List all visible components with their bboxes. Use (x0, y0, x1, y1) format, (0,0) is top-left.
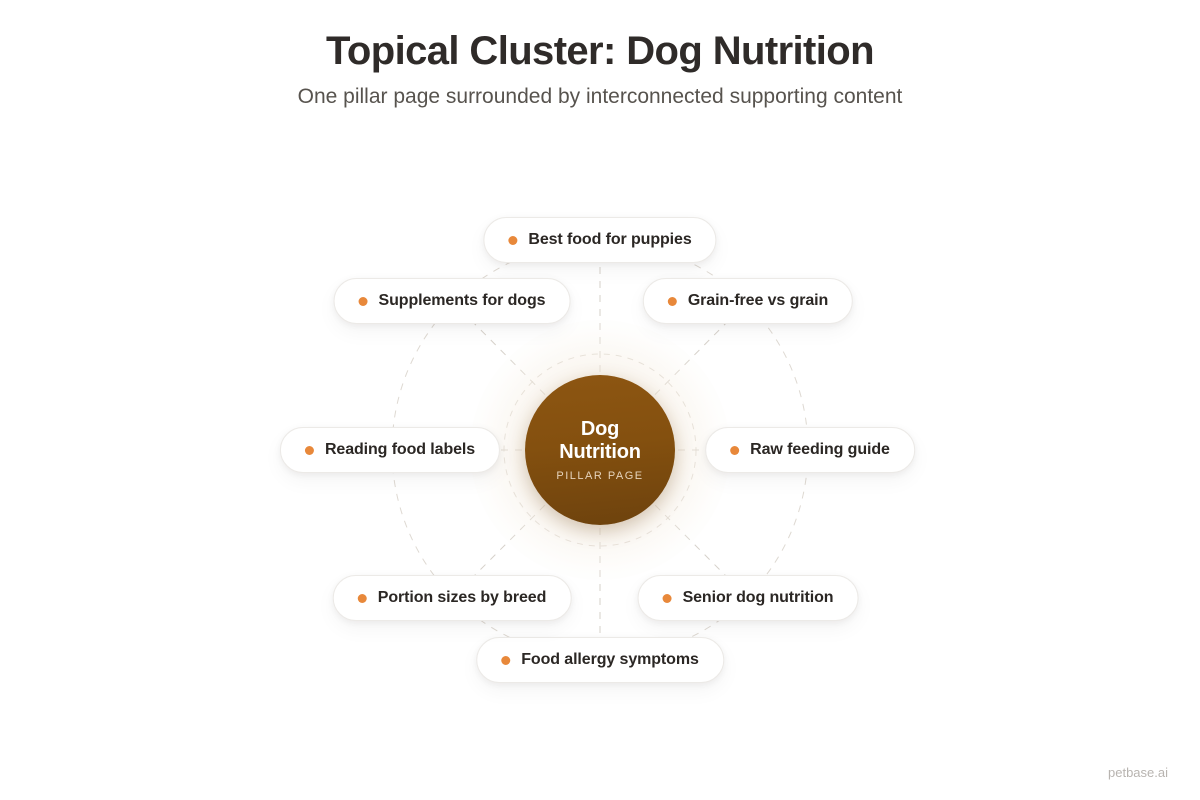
cluster-node-label: Senior dog nutrition (682, 589, 834, 606)
cluster-node-label: Food allergy symptoms (521, 651, 699, 668)
cluster-node-label: Portion sizes by breed (377, 589, 547, 606)
pillar-page-hub[interactable]: Dog Nutrition PILLAR PAGE (525, 375, 675, 525)
cluster-node-label: Reading food labels (324, 441, 476, 458)
cluster-node-card[interactable]: Food allergy symptoms (476, 637, 724, 683)
page-subtitle: One pillar page surrounded by interconne… (297, 85, 903, 108)
header: Topical Cluster: Dog Nutrition One pilla… (0, 0, 1200, 109)
cluster-node-card[interactable]: Raw feeding guide (705, 427, 915, 473)
watermark: petbase.ai (1108, 765, 1168, 780)
cluster-node-card[interactable]: Best food for puppies (483, 217, 717, 263)
cluster-node-label: Raw feeding guide (750, 441, 890, 458)
bullet-dot-icon (501, 655, 511, 665)
page-title: Topical Cluster: Dog Nutrition (326, 29, 875, 73)
cluster-node-card[interactable]: Senior dog nutrition (637, 575, 859, 621)
bullet-dot-icon (730, 445, 740, 455)
bullet-dot-icon (304, 445, 314, 455)
bullet-dot-icon (358, 296, 368, 306)
hub-subtitle: PILLAR PAGE (556, 469, 644, 482)
cluster-node-card[interactable]: Reading food labels (279, 427, 501, 473)
cluster-node-label: Grain-free vs grain (687, 292, 829, 309)
cluster-node-card[interactable]: Supplements for dogs (333, 278, 571, 324)
bullet-dot-icon (357, 593, 367, 603)
bullet-dot-icon (667, 296, 677, 306)
cluster-node-card[interactable]: Portion sizes by breed (332, 575, 572, 621)
cluster-node-label: Supplements for dogs (378, 292, 546, 309)
cluster-node-card[interactable]: Grain-free vs grain (642, 278, 854, 324)
hub-title: Dog Nutrition (559, 418, 641, 463)
bullet-dot-icon (508, 235, 518, 245)
bullet-dot-icon (662, 593, 672, 603)
cluster-node-label: Best food for puppies (528, 231, 692, 248)
